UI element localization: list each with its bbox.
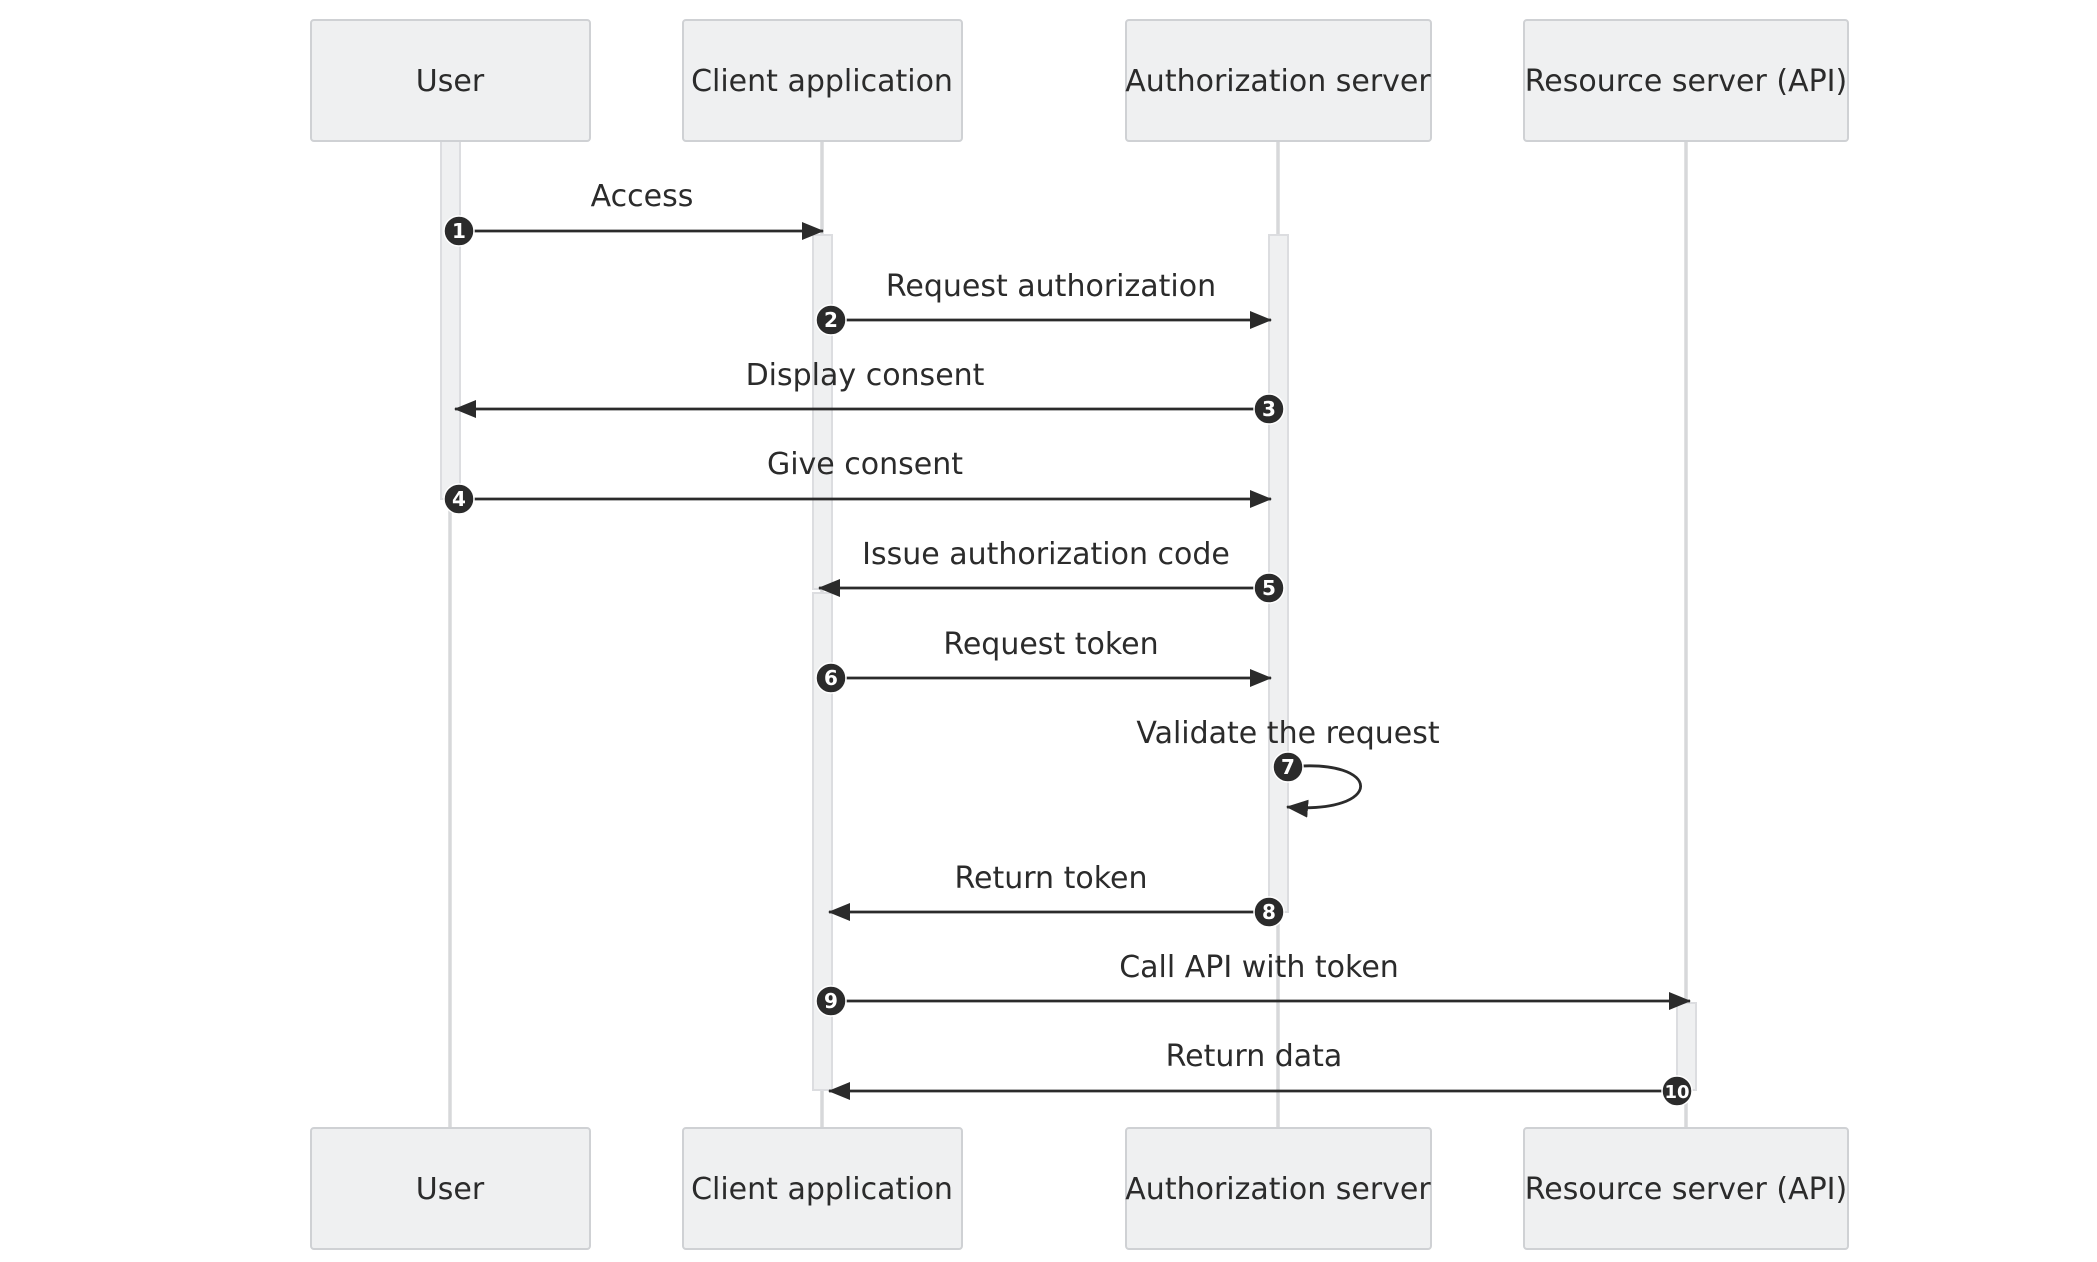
message-label: Display consent [746, 358, 985, 393]
step-number: 9 [824, 989, 838, 1013]
message-9: Call API with token 9 [815, 950, 1691, 1017]
step-badge [815, 304, 847, 336]
step-badge [1661, 1075, 1693, 1107]
message-10: Return data 10 [828, 1039, 1693, 1107]
participant-client-label: Client application [691, 1172, 953, 1207]
activation-client-1 [812, 234, 833, 590]
message-label: Request token [943, 627, 1158, 662]
message-8: Return token 8 [828, 861, 1285, 928]
participant-client-label: Client application [691, 64, 953, 99]
message-2: Request authorization 2 [815, 269, 1272, 336]
participant-resource-top: Resource server (API) [1523, 19, 1849, 142]
message-label: Request authorization [886, 269, 1216, 304]
step-number: 4 [452, 487, 466, 511]
step-number: 2 [824, 308, 838, 332]
message-3: Display consent 3 [454, 358, 1285, 425]
participant-user-label: User [416, 1172, 485, 1207]
participant-auth-label: Authorization server [1125, 64, 1431, 99]
participant-client-bottom: Client application [682, 1127, 963, 1250]
step-badge [1272, 751, 1304, 783]
participant-resource-label: Resource server (API) [1525, 1172, 1848, 1207]
message-4: Give consent 4 [443, 447, 1272, 515]
message-label: Issue authorization code [862, 537, 1230, 572]
participant-user-bottom: User [310, 1127, 591, 1250]
participants-top: User Client application Authorization se… [310, 19, 1849, 142]
participant-resource-bottom: Resource server (API) [1523, 1127, 1849, 1250]
message-label: Return token [955, 861, 1148, 896]
message-label: Give consent [767, 447, 963, 482]
step-number: 10 [1664, 1082, 1689, 1103]
step-badge [443, 215, 475, 247]
step-badge [443, 483, 475, 515]
participant-auth-label: Authorization server [1125, 1172, 1431, 1207]
message-label: Call API with token [1119, 950, 1399, 985]
participant-auth-top: Authorization server [1125, 19, 1432, 142]
messages: Access 1 Request authorization 2 Display… [443, 179, 1693, 1107]
message-1: Access 1 [443, 179, 824, 247]
participant-auth-bottom: Authorization server [1125, 1127, 1432, 1250]
message-5: Issue authorization code 5 [818, 537, 1285, 604]
activation-user [440, 140, 461, 500]
participant-user-top: User [310, 19, 591, 142]
step-badge [1253, 572, 1285, 604]
participant-client-top: Client application [682, 19, 963, 142]
participants-bottom: User Client application Authorization se… [310, 1127, 1849, 1250]
participant-user-label: User [416, 64, 485, 99]
message-7: Validate the request 7 [1136, 716, 1440, 818]
step-number: 8 [1262, 900, 1276, 924]
step-badge [1253, 393, 1285, 425]
participant-resource-label: Resource server (API) [1525, 64, 1848, 99]
step-badge [815, 985, 847, 1017]
step-number: 6 [824, 666, 838, 690]
step-number: 7 [1281, 755, 1295, 779]
step-number: 5 [1262, 576, 1276, 600]
self-loop-arrow [1286, 764, 1362, 818]
step-badge [1253, 896, 1285, 928]
message-label: Return data [1166, 1039, 1343, 1074]
message-label: Access [591, 179, 694, 214]
step-number: 1 [452, 219, 466, 243]
step-badge [815, 662, 847, 694]
step-number: 3 [1262, 397, 1276, 421]
message-label: Validate the request [1136, 716, 1439, 751]
message-6: Request token 6 [815, 627, 1272, 694]
